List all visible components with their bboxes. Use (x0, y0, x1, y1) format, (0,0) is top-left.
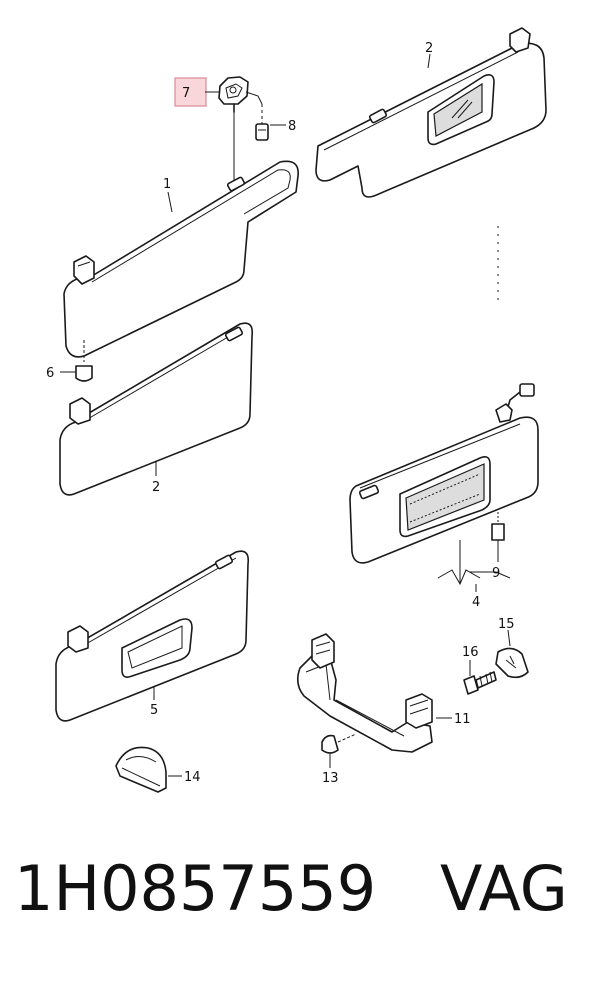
part-number-caption: 1H0857559 (14, 852, 377, 925)
sun-visor-part-2-left (59, 322, 254, 496)
callout-7: 7 (182, 86, 190, 101)
highlight-box-7 (174, 77, 207, 107)
clip-part-13 (321, 733, 357, 754)
grab-handle-part-11 (296, 633, 433, 753)
callout-6: 6 (46, 366, 54, 381)
callout-13: 13 (322, 771, 339, 786)
bracket-part-7 (218, 76, 263, 113)
callout-9: 9 (492, 566, 500, 581)
sun-visor-part-4 (349, 383, 539, 564)
callout-8: 8 (288, 119, 296, 134)
callout-5: 5 (150, 703, 158, 718)
callout-16: 16 (462, 645, 479, 660)
callout-2-middle: 2 (152, 480, 160, 495)
callout-14: 14 (184, 770, 201, 785)
plug-part-6 (75, 340, 93, 382)
screw-part-16 (463, 671, 497, 695)
sun-visor-part-1 (63, 160, 299, 358)
callout-1: 1 (163, 177, 171, 192)
brand-caption: VAG (440, 852, 568, 925)
cover-part-14 (115, 746, 167, 793)
callout-11: 11 (454, 712, 471, 727)
sun-visor-part-2-right (315, 27, 547, 198)
cap-part-15 (495, 647, 529, 679)
bulb-part-9 (491, 512, 505, 562)
callout-4: 4 (472, 595, 480, 610)
sun-visor-part-5 (55, 550, 250, 722)
callout-2-top: 2 (425, 41, 433, 56)
callout-15: 15 (498, 617, 515, 632)
screw-part-8 (255, 104, 269, 141)
